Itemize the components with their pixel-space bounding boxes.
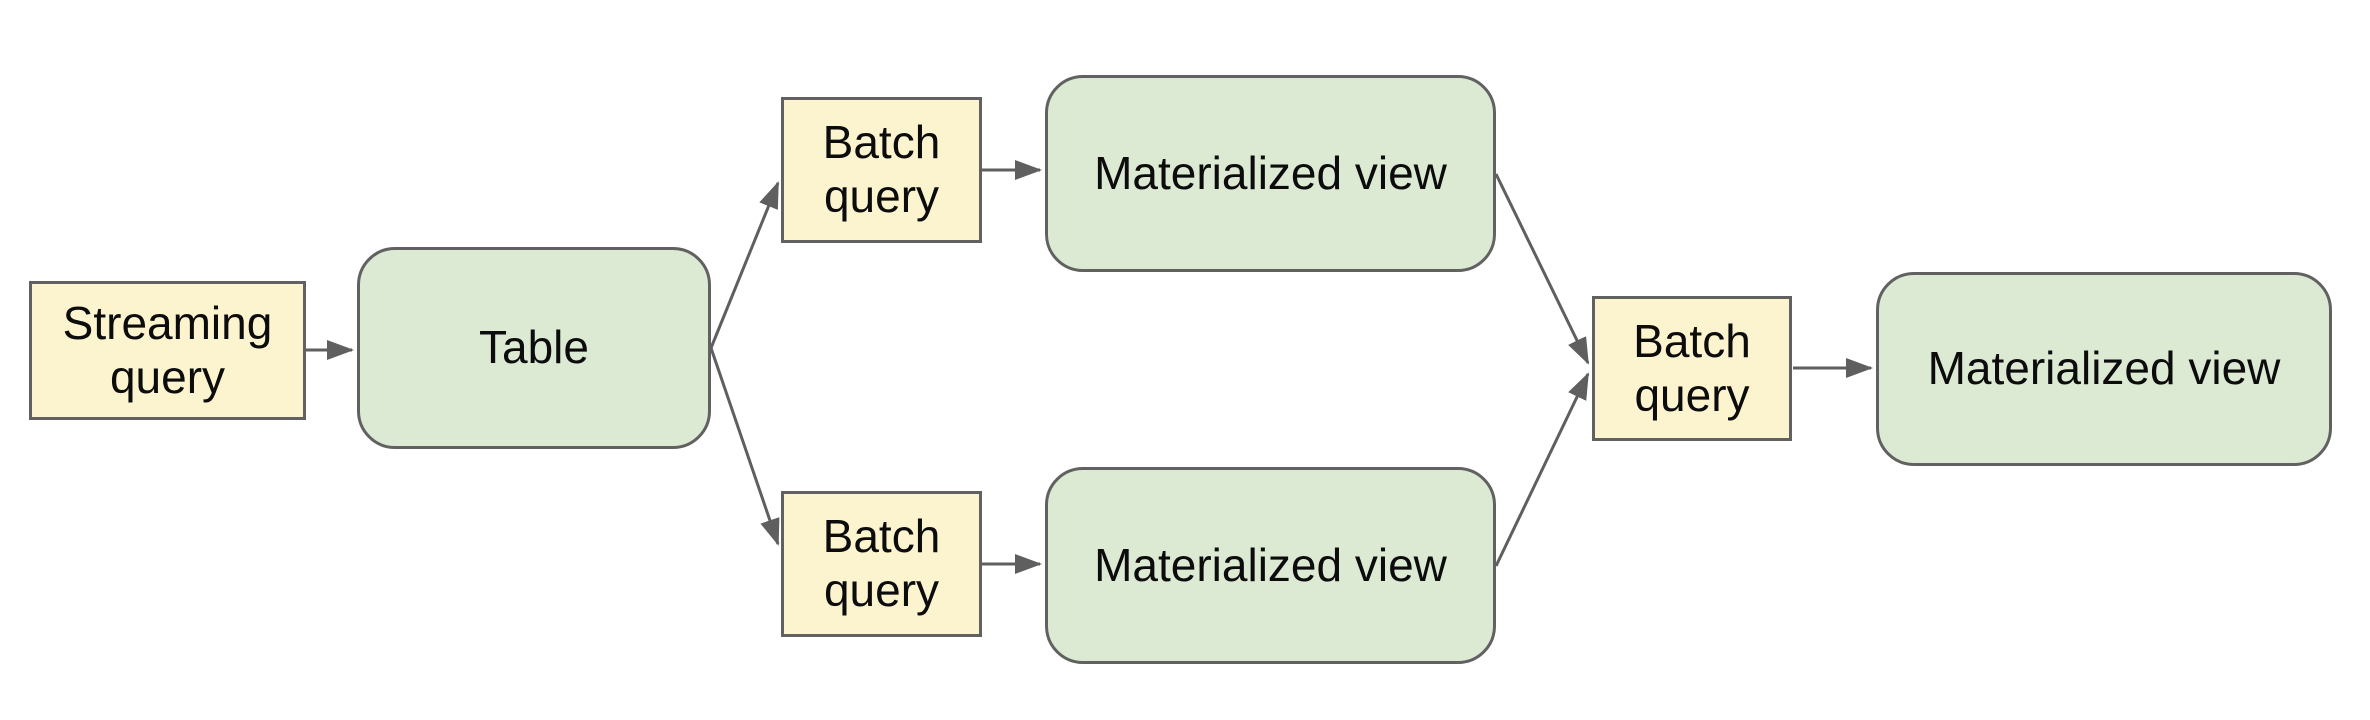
arrow-table-to-batch-query-bottom: [709, 347, 780, 546]
node-label: Table: [479, 321, 589, 374]
node-label: Streaming query: [62, 296, 273, 403]
arrow-table-to-batch-query-top: [709, 181, 780, 349]
node-label: Materialized view: [1927, 342, 2281, 395]
node-label: Batch query: [822, 116, 941, 222]
arrow-materialized-view-top-to-batch-query-right: [1494, 173, 1590, 365]
node-batch-query-top: Batch query: [781, 97, 982, 243]
node-label: Materialized view: [1094, 146, 1447, 199]
node-streaming-query: Streaming query: [29, 281, 306, 420]
node-label: Materialized view: [1094, 538, 1447, 591]
node-batch-query-bottom: Batch query: [781, 491, 982, 637]
node-materialized-view-bottom: Materialized view: [1045, 467, 1496, 664]
node-batch-query-right: Batch query: [1592, 296, 1792, 441]
node-materialized-view-right: Materialized view: [1876, 272, 2332, 466]
node-label: Batch query: [1633, 314, 1751, 421]
node-materialized-view-top: Materialized view: [1045, 75, 1496, 272]
arrow-materialized-view-bottom-to-batch-query-right: [1494, 372, 1590, 567]
node-table: Table: [357, 247, 711, 449]
node-label: Batch query: [822, 510, 941, 616]
